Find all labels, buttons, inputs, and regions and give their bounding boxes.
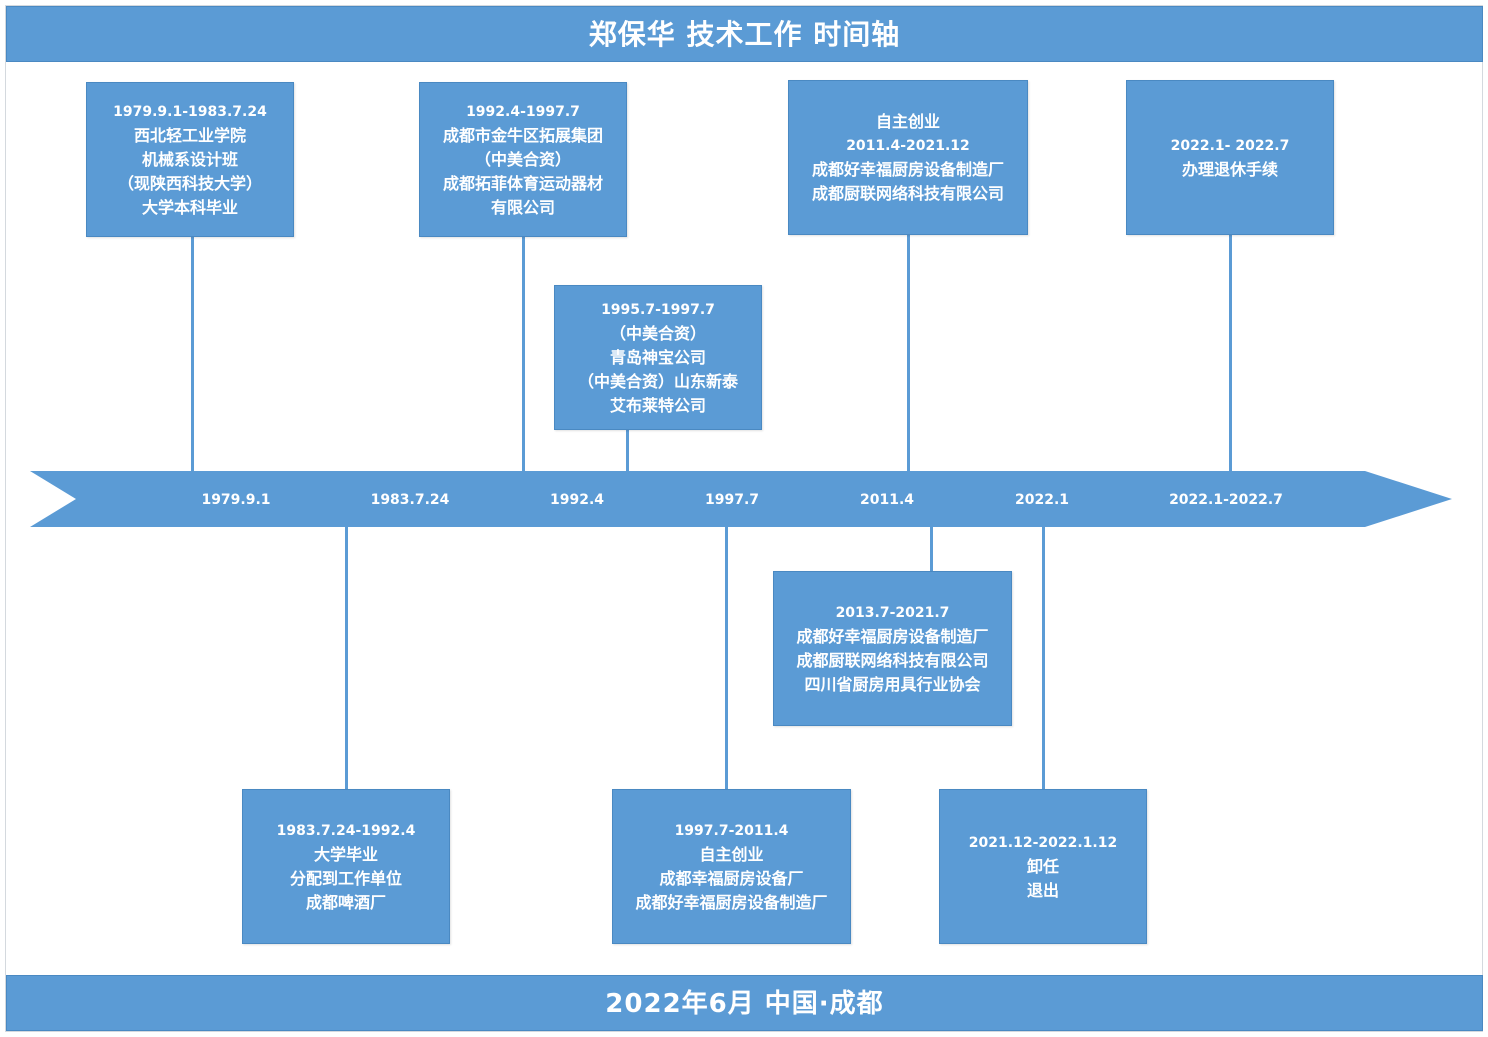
axis-label-1983: 1983.7.24 xyxy=(370,492,450,508)
connector-line xyxy=(626,430,629,471)
event-text: 成都拓菲体育运动器材 xyxy=(442,173,603,193)
event-text: 办理退休手续 xyxy=(1181,159,1278,179)
event-date: 2021.12-2022.1.12 xyxy=(968,834,1118,851)
connector-line xyxy=(930,527,933,571)
event-date: 2011.4-2021.12 xyxy=(846,137,970,154)
axis-label-2022: 2022.1 xyxy=(1014,492,1070,508)
footer-caption: 2022年6月 中国·成都 xyxy=(6,975,1483,1031)
event-text: 成都好幸福厨房设备制造厂 xyxy=(635,892,828,912)
event-box-1995: 1995.7-1997.7 （中美合资） 青岛神宝公司 （中美合资）山东新泰 艾… xyxy=(554,285,762,430)
axis-label-2011: 2011.4 xyxy=(859,492,915,508)
event-box-1992: 1992.4-1997.7 成都市金牛区拓展集团 （中美合资） 成都拓菲体育运动… xyxy=(419,82,627,237)
event-text: 有限公司 xyxy=(490,197,555,217)
event-date: 1995.7-1997.7 xyxy=(601,301,715,318)
event-date: 2013.7-2021.7 xyxy=(835,604,950,621)
event-box-1983: 1983.7.24-1992.4 大学毕业 分配到工作单位 成都啤酒厂 xyxy=(242,789,450,944)
event-text: 成都市金牛区拓展集团 xyxy=(442,125,603,145)
event-text: 分配到工作单位 xyxy=(289,868,402,888)
event-text: （中美合资） xyxy=(609,323,706,343)
axis-label-1997: 1997.7 xyxy=(704,492,760,508)
event-text: 成都厨联网络科技有限公司 xyxy=(811,183,1004,203)
connector-line xyxy=(345,527,348,789)
page-title: 郑保华 技术工作 时间轴 xyxy=(6,6,1483,62)
event-text: 机械系设计班 xyxy=(141,149,238,169)
event-text: 青岛神宝公司 xyxy=(609,347,706,367)
connector-line xyxy=(907,235,910,471)
event-text: 西北轻工业学院 xyxy=(133,125,246,145)
connector-line xyxy=(191,237,194,471)
event-date: 1979.9.1-1983.7.24 xyxy=(113,103,267,120)
connector-line xyxy=(522,237,525,471)
event-date: 1997.7-2011.4 xyxy=(674,822,789,839)
event-text: 四川省厨房用具行业协会 xyxy=(804,674,981,694)
event-text: 自主创业 xyxy=(699,844,764,864)
event-box-2011: 自主创业 2011.4-2021.12 成都好幸福厨房设备制造厂 成都厨联网络科… xyxy=(788,80,1028,235)
event-box-2022: 2022.1- 2022.7 办理退休手续 xyxy=(1126,80,1334,235)
event-box-1979: 1979.9.1-1983.7.24 西北轻工业学院 机械系设计班 （现陕西科技… xyxy=(86,82,294,237)
event-text: 艾布莱特公司 xyxy=(609,395,706,415)
event-text: 成都厨联网络科技有限公司 xyxy=(796,650,989,670)
event-text: （现陕西科技大学） xyxy=(117,173,262,193)
axis-label-2022-range: 2022.1-2022.7 xyxy=(1169,492,1283,508)
axis-label-1992: 1992.4 xyxy=(549,492,605,508)
event-text: 自主创业 xyxy=(875,111,940,131)
event-text: 大学本科毕业 xyxy=(141,197,238,217)
event-text: （中美合资） xyxy=(474,149,571,169)
axis-label-1979: 1979.9.1 xyxy=(201,492,271,508)
event-text: （中美合资）山东新泰 xyxy=(577,371,738,391)
event-box-2013: 2013.7-2021.7 成都好幸福厨房设备制造厂 成都厨联网络科技有限公司 … xyxy=(773,571,1012,726)
event-text: 大学毕业 xyxy=(313,844,378,864)
event-text: 成都啤酒厂 xyxy=(305,892,386,912)
event-text: 成都幸福厨房设备厂 xyxy=(659,868,804,888)
event-text: 成都好幸福厨房设备制造厂 xyxy=(796,626,989,646)
event-date: 2022.1- 2022.7 xyxy=(1170,137,1290,154)
event-text: 卸任 xyxy=(1026,856,1059,876)
event-text: 退出 xyxy=(1026,880,1059,900)
connector-line xyxy=(1042,527,1045,789)
event-box-2021: 2021.12-2022.1.12 卸任 退出 xyxy=(939,789,1147,944)
connector-line xyxy=(725,527,728,789)
event-text: 成都好幸福厨房设备制造厂 xyxy=(811,159,1004,179)
event-box-1997: 1997.7-2011.4 自主创业 成都幸福厨房设备厂 成都好幸福厨房设备制造… xyxy=(612,789,851,944)
event-date: 1992.4-1997.7 xyxy=(466,103,580,120)
connector-line xyxy=(1229,235,1232,471)
event-date: 1983.7.24-1992.4 xyxy=(276,822,416,839)
